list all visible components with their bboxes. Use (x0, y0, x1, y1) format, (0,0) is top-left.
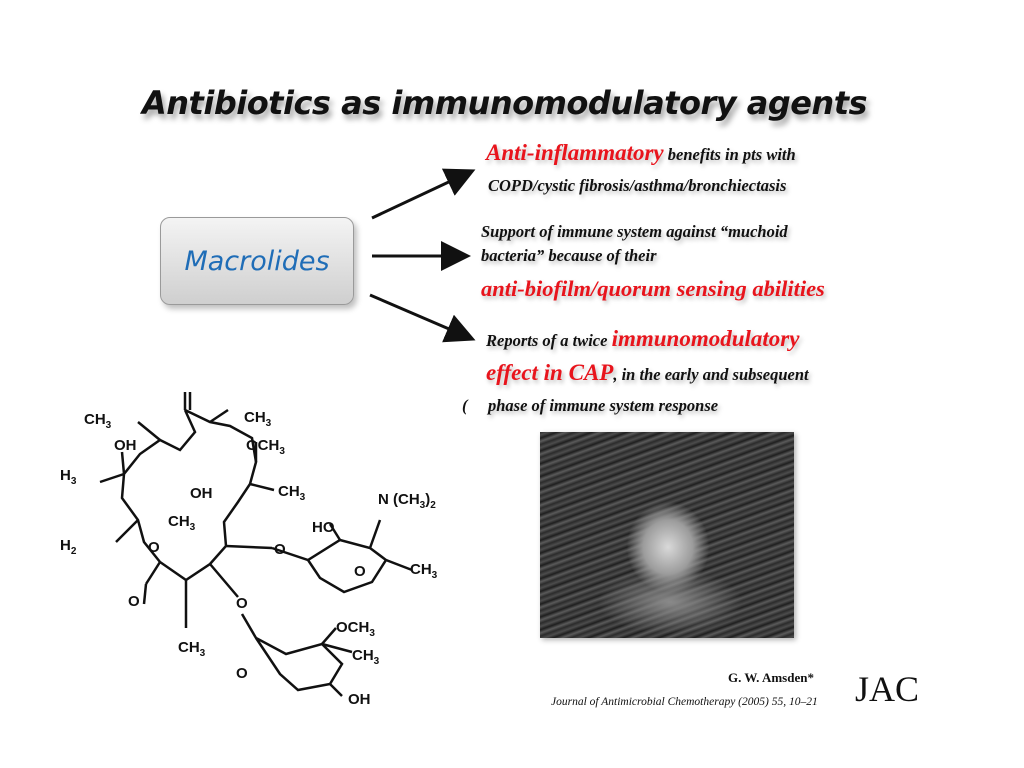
svg-text:O: O (236, 595, 248, 612)
svg-text:CH3: CH3 (352, 647, 380, 667)
svg-text:H2: H2 (60, 537, 77, 557)
macrolides-box: Macrolides (160, 217, 354, 305)
biofilm-micrograph (540, 432, 794, 638)
effect-in-cap-highlight: effect in CAP (486, 360, 614, 385)
macrolides-label: Macrolides (184, 245, 330, 277)
svg-text:OCH3: OCH3 (246, 437, 285, 457)
effect-3-line-2: effect in CAP, in the early and subseque… (486, 360, 809, 386)
effect-2-line-1: Support of immune system against “muchoi… (481, 222, 788, 241)
effect-2-line-2: bacteria” because of their (481, 246, 657, 265)
immunomodulatory-highlight: immunomodulatory (611, 326, 800, 351)
anti-inflammatory-highlight: Anti-inflammatory (486, 140, 664, 165)
effect-3-line-3: phase of immune system response (488, 396, 719, 415)
svg-text:HO: HO (312, 519, 335, 536)
arrow-down-right (369, 293, 476, 343)
effect-1-line-1-rest: benefits in pts with (663, 145, 796, 164)
citation-journal: Journal of Antimicrobial Chemotherapy (2… (551, 696, 818, 708)
effect-2-highlight: anti-biofilm/quorum sensing abilities (481, 276, 825, 301)
effect-3-line-1: Reports of a twice immunomodulatory (486, 326, 799, 352)
arrow-up-right (371, 168, 476, 220)
citation-author: G. W. Amsden* (728, 670, 814, 685)
slide-title: Antibiotics as immunomodulatory agents (142, 84, 868, 122)
effect-3-line-2-rest: , in the early and subsequent (613, 365, 809, 384)
effect-3-prefix: Reports of a twice (486, 331, 612, 350)
svg-text:O: O (148, 539, 160, 556)
svg-text:O: O (274, 541, 286, 558)
svg-text:OH: OH (190, 485, 213, 502)
svg-text:O: O (236, 665, 248, 682)
svg-text:CH3: CH3 (244, 409, 272, 429)
effect-1-line-2: COPD/cystic fibrosis/asthma/bronchiectas… (488, 176, 787, 195)
svg-text:OH: OH (348, 691, 371, 708)
svg-text:OH: OH (114, 437, 137, 454)
svg-text:CH3: CH3 (178, 639, 206, 659)
svg-text:CH3: CH3 (168, 513, 196, 533)
svg-text:N (CH3)2: N (CH3)2 (378, 491, 436, 511)
macrolide-structure: CH3 CH3 OH OCH3 H3 OH CH3 N (CH3)2 H2 CH… (60, 392, 438, 708)
svg-text:O: O (354, 563, 366, 580)
effect-1-line-1: Anti-inflammatory benefits in pts with (486, 140, 796, 166)
svg-text:O: O (128, 593, 140, 610)
svg-text:CH3: CH3 (84, 411, 112, 431)
svg-text:H3: H3 (60, 467, 77, 487)
jac-logo: JAC (855, 669, 920, 709)
svg-text:CH3: CH3 (278, 483, 306, 503)
svg-text:CH3: CH3 (410, 561, 438, 581)
svg-text:OCH3: OCH3 (336, 619, 375, 639)
effect-3-paren: ( (462, 396, 468, 415)
